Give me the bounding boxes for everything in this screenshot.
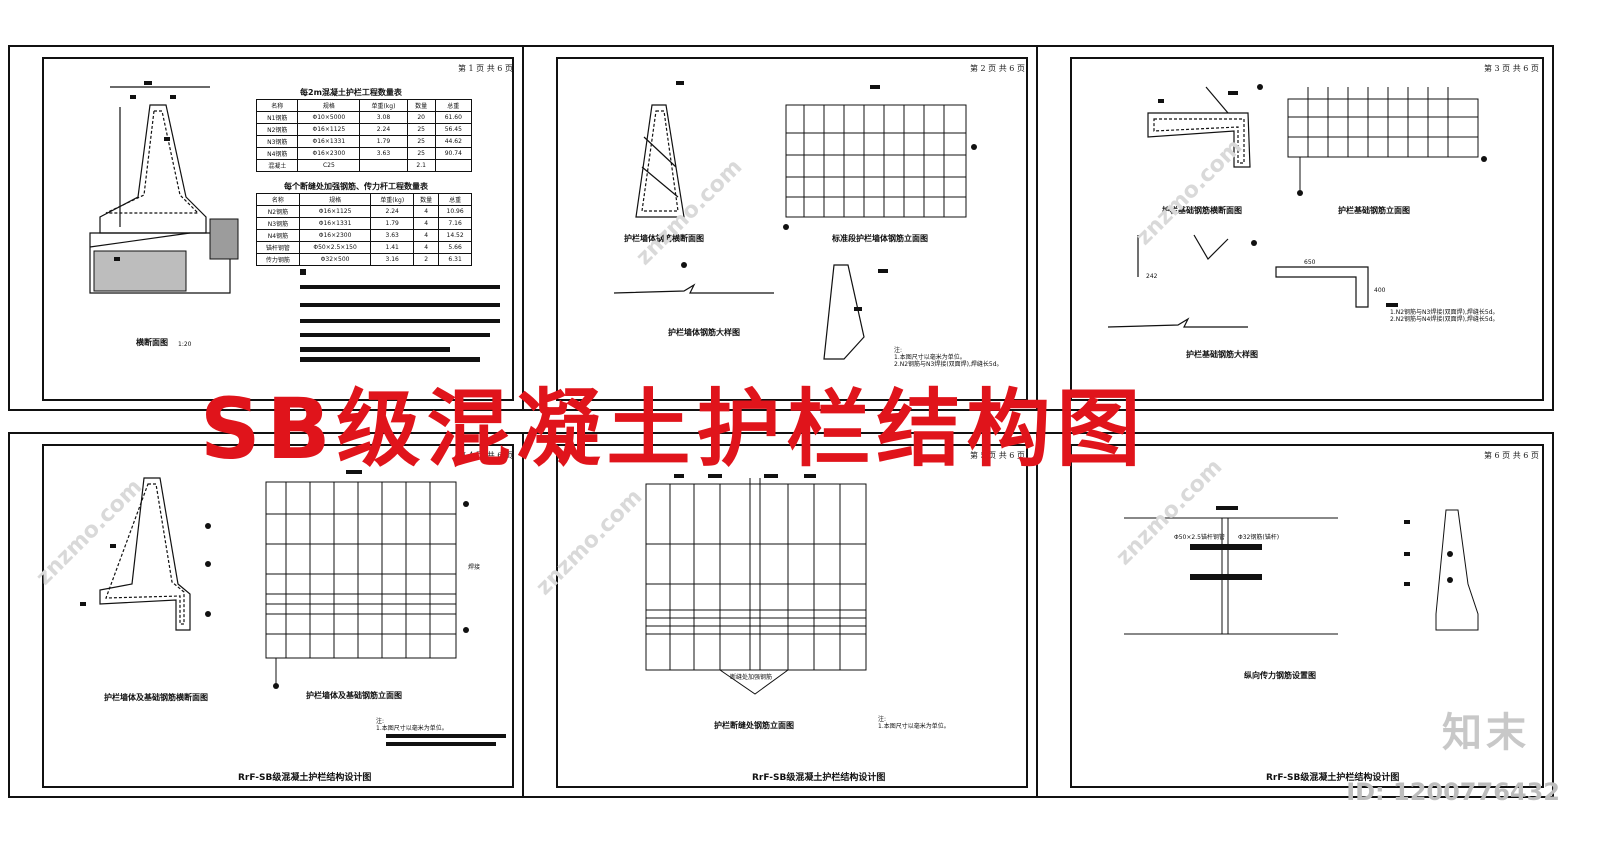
dim-650: 650 [1304, 259, 1316, 266]
footer-title: RrF-SB级混凝土护栏结构设计图 [1266, 773, 1400, 783]
caption-wall-detail: 护栏墙体钢筋大样图 [668, 328, 740, 337]
footer-title: RrF-SB级混凝土护栏结构设计图 [752, 773, 886, 783]
label-anchor-pipe: Φ50×2.5锚杆钢管 [1174, 534, 1225, 541]
page-number: 第 4 页 共 6 页 [458, 451, 513, 460]
dim-400: 400 [1374, 287, 1386, 294]
notes-3: 1.N2钢筋与N3焊接(双面焊),焊缝长5d。 2.N2钢筋与N4焊接(双面焊)… [1390, 309, 1499, 324]
image-id: ID: 1200776432 [1346, 778, 1560, 806]
label-joint-rebar: 断缝处加强钢筋 [730, 674, 773, 681]
notes-5: 注: 1.本图尺寸以毫米为单位。 [878, 716, 950, 731]
sheet-4-frame [42, 444, 514, 788]
page-number: 第 5 页 共 6 页 [970, 451, 1025, 460]
redacted-notes [300, 269, 500, 362]
caption-wall-elevation: 标准段护栏墙体钢筋立面图 [832, 234, 928, 243]
table1-title: 每2m混凝土护栏工程数量表 [300, 88, 402, 97]
foundation-rebar-drawings [1107, 84, 1487, 328]
sheet-6-frame [1070, 444, 1544, 788]
caption-dowel-layout: 纵向传力钢筋设置图 [1244, 671, 1316, 680]
overlay-title: SB级混凝土护栏结构图 [200, 380, 1147, 478]
joint-rebar-elevation [645, 474, 867, 695]
table-header: 名称规格单重(kg)数量总重 [256, 193, 472, 206]
page-number: 第 3 页 共 6 页 [1484, 64, 1539, 73]
sheet-2-frame [556, 57, 1028, 401]
sheet-3: 第 3 页 共 6 页 242 650 400 护栏 [1036, 45, 1554, 411]
dowel-bar-layout [1124, 506, 1479, 635]
sheet-5: 第 5 页 共 6 页 断缝处加强钢筋 护栏断缝处钢筋立面图 注: 1.本图尺寸… [522, 432, 1038, 798]
page-number: 第 2 页 共 6 页 [970, 64, 1025, 73]
caption-scale: 1:20 [178, 341, 192, 348]
footer-title: RrF-SB级混凝土护栏结构设计图 [238, 773, 372, 783]
table-header: 名称规格单重(kg)数量总重 [255, 99, 473, 112]
page-number: 第 1 页 共 6 页 [458, 64, 513, 73]
caption-cross-section: 横断面图 [136, 338, 168, 347]
sheet-3-frame [1070, 57, 1544, 401]
notes-4: 注: 1.本图尺寸以毫米为单位。 [376, 718, 448, 733]
sheet-2: 第 2 页 共 6 页 护栏墙体钢筋横断面图 [522, 45, 1038, 411]
caption-foundation-detail: 护栏基础钢筋大样图 [1186, 350, 1258, 359]
label-dowel: Φ32钢筋(锚杆) [1238, 534, 1280, 541]
label-weld: 焊接 [468, 564, 481, 571]
sheet-4: 第 4 页 共 6 页 焊接 护栏墙体及基础钢筋横断面图 护栏墙体及基 [8, 432, 524, 798]
table2-title: 每个断缝处加强钢筋、传力杆工程数量表 [284, 182, 428, 191]
sheet-5-frame [556, 444, 1028, 788]
wall-foundation-drawings [80, 470, 506, 746]
brand-logo: 知末 [1442, 710, 1530, 756]
sheet-1-frame [42, 57, 514, 401]
sheet-6: 第 6 页 共 6 页 Φ50×2.5锚杆钢管 Φ32钢筋(锚杆) 纵向传力钢筋… [1036, 432, 1554, 798]
page-number: 第 6 页 共 6 页 [1484, 451, 1539, 460]
dim-242: 242 [1146, 273, 1158, 280]
caption-foundation-section: 护栏基础钢筋横断面图 [1162, 206, 1242, 215]
notes-2: 注: 1.本图尺寸以毫米为单位。 2.N2钢筋与N3焊接(双面焊),焊缝长5d。 [894, 347, 1003, 369]
sheet-1: 第 1 页 共 6 页 横断面图 1:20 每2m混凝土护栏工程数量表 名称规格… [8, 45, 524, 411]
caption-wall-section: 护栏墙体钢筋横断面图 [624, 234, 704, 243]
wall-rebar-drawings [613, 81, 977, 360]
caption-foundation-elevation: 护栏基础钢筋立面图 [1338, 206, 1410, 215]
caption-wall-foundation-elevation: 护栏墙体及基础钢筋立面图 [306, 691, 402, 700]
caption-joint-elevation: 护栏断缝处钢筋立面图 [714, 721, 794, 730]
cross-section-drawing [89, 81, 239, 294]
caption-wall-foundation-section: 护栏墙体及基础钢筋横断面图 [104, 693, 208, 702]
